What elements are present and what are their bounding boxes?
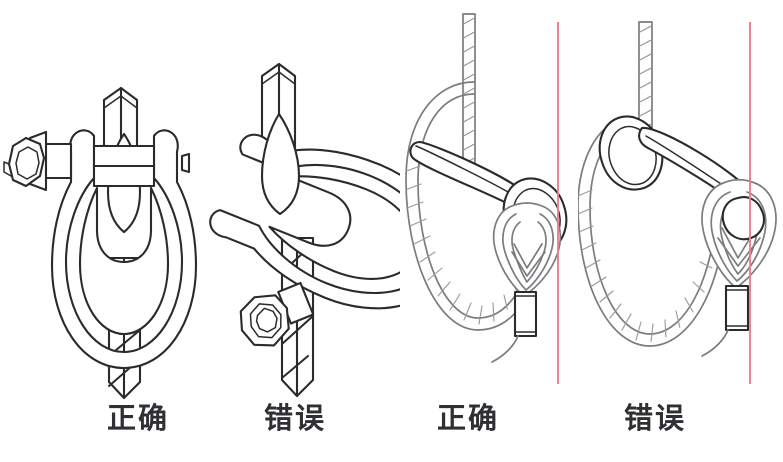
ferrule-sleeve <box>513 290 538 338</box>
clip-body-tilted <box>209 133 400 310</box>
reference-line-right <box>749 22 751 384</box>
clip-body <box>50 129 198 370</box>
clip-right-nub <box>180 152 191 174</box>
clip-bolt-assembly <box>239 281 315 347</box>
sling-loop-offset-drawing <box>578 21 777 357</box>
clip-inner-seat <box>260 112 301 216</box>
caption-panel-4: 错误 <box>623 401 686 435</box>
panel-wire-rope-clip-upright <box>0 0 200 400</box>
caption-panel-2: 错误 <box>263 401 326 435</box>
reference-line-left <box>557 22 559 384</box>
shackle-pin-head <box>721 196 765 241</box>
caption-panel-1: 正确 <box>106 401 169 435</box>
rope-tail-into-loop <box>491 335 519 363</box>
loop-strand-texture <box>578 189 719 342</box>
panel-sling-loop-straight <box>400 0 578 400</box>
panel-wire-rope-clip-tilted <box>200 0 400 400</box>
wire-rope-vertical <box>462 13 476 183</box>
panel-sling-loop-offset <box>578 0 783 400</box>
caption-row: 正确 错误 正确 错误 <box>0 396 783 462</box>
wire-rope-clip-tilted-drawing <box>209 62 400 398</box>
rope-tail-into-loop <box>701 329 729 357</box>
sling-loop-straight-drawing <box>405 13 568 363</box>
rope-sling-loop <box>578 121 725 347</box>
wire-rope-clip-upright-drawing <box>3 86 198 400</box>
ferrule-sleeve <box>724 284 750 332</box>
clip-saddle-bands <box>92 144 156 188</box>
caption-panel-3: 正确 <box>436 401 499 435</box>
rope-thimble <box>492 202 562 297</box>
clip-bolt-assembly <box>3 130 73 192</box>
shackle-ring <box>598 115 664 191</box>
